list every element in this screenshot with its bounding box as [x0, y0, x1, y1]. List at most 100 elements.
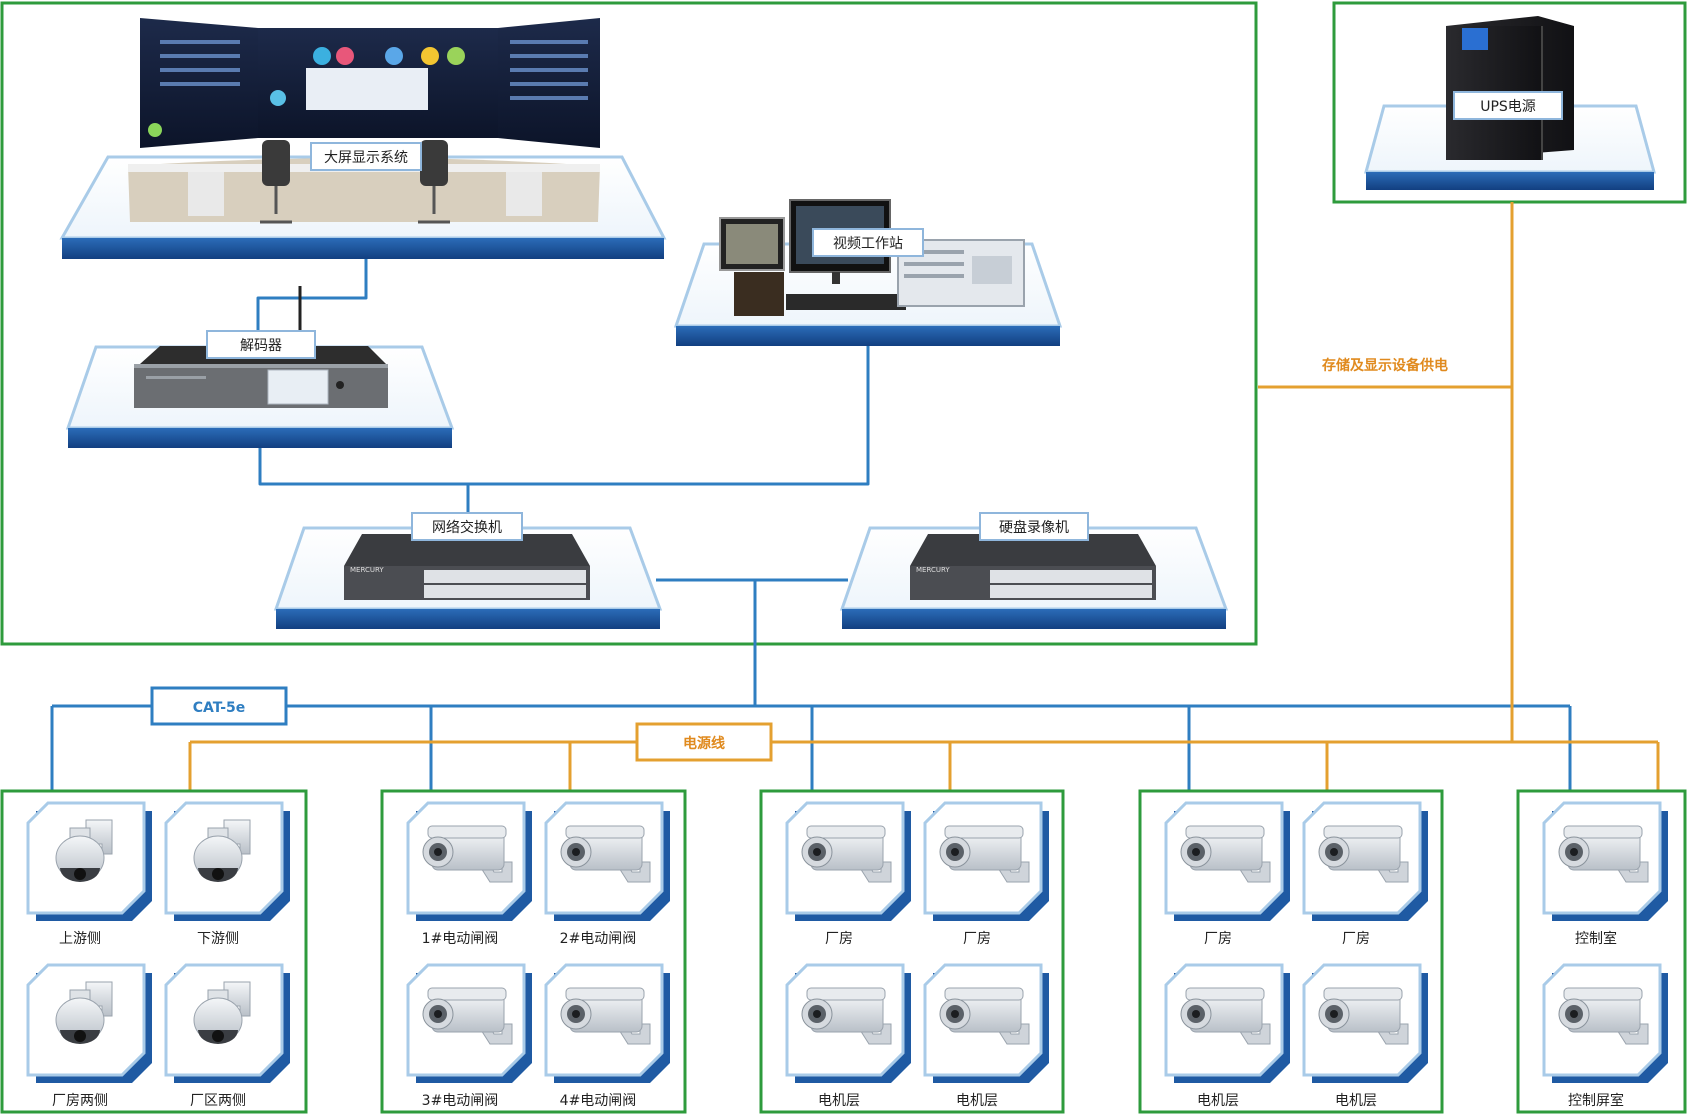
display-system-text: 大屏显示系统 [324, 150, 408, 166]
camera-card: 控制屏室 [1542, 963, 1668, 1109]
link-labels: CAT-5e 电源线 存储及显示设备供电 [150, 357, 1448, 762]
camera-card: 电机层 [1164, 963, 1290, 1109]
camera-card: 厂房两侧 [26, 963, 152, 1109]
camera-label: 上游侧 [59, 931, 101, 947]
control-room-frame [0, 1, 1258, 646]
camera-label: 厂房 [825, 931, 853, 947]
camera-card: 4#电动闸阀 [544, 963, 670, 1109]
network-switch-label: 网络交换机 [411, 512, 523, 541]
switch-nvr-line [656, 578, 848, 706]
camera-card: 下游侧 [164, 801, 290, 947]
ups-label: UPS电源 [1453, 91, 1563, 120]
switch-equipment: MERCURY [344, 534, 590, 600]
camera-card: 电机层 [923, 963, 1049, 1109]
camera-card: 上游侧 [26, 801, 152, 947]
nvr-label: 硬盘录像机 [979, 512, 1089, 541]
frames [0, 1, 1687, 646]
camera-label: 电机层 [956, 1093, 998, 1109]
bullet-camera-icon [1180, 825, 1271, 883]
camera-card: 厂房 [1302, 801, 1428, 947]
camera-label: 4#电动闸阀 [560, 1093, 637, 1109]
bullet-camera-icon [801, 987, 892, 1045]
bullet-camera-icon [422, 987, 513, 1045]
camera-card: 厂房 [1164, 801, 1290, 947]
camera-label: 厂房 [963, 931, 991, 947]
camera-card: 1#电动闸阀 [406, 801, 532, 947]
decoder-text: 解码器 [240, 338, 282, 354]
bullet-camera-icon [801, 825, 892, 883]
bullet-camera-icon [1180, 987, 1271, 1045]
wires [50, 202, 1660, 790]
nvr-text: 硬盘录像机 [999, 519, 1069, 536]
camera-card: 厂房 [923, 801, 1049, 947]
bullet-camera-icon [1558, 825, 1649, 883]
bullet-camera-icon [560, 825, 651, 883]
camera-label: 2#电动闸阀 [560, 931, 637, 947]
decoder-switch-line [258, 345, 870, 486]
camera-label: 厂区两侧 [190, 1093, 246, 1109]
ups-equipment [1446, 16, 1574, 160]
dome-camera-icon [55, 981, 113, 1044]
camera-group-frame [759, 789, 1065, 1114]
bullet-camera-icon [939, 987, 1030, 1045]
camera-card: 2#电动闸阀 [544, 801, 670, 947]
camera-label: 厂房两侧 [52, 1093, 108, 1109]
decoder-label: 解码器 [206, 330, 316, 359]
camera-label: 电机层 [818, 1093, 860, 1109]
camera-label: 厂房 [1204, 931, 1232, 947]
node-labels: 大屏显示系统 视频工作站 解码器 网络交换机 硬盘录像机 UPS电源 [206, 91, 1563, 541]
camera-label: 控制室 [1575, 930, 1617, 947]
bullet-camera-icon [422, 825, 513, 883]
camera-label: 下游侧 [197, 931, 239, 947]
camera-card: 电机层 [1302, 963, 1428, 1109]
ups-supply-text: 存储及显示设备供电 [1322, 357, 1448, 374]
video-wall [128, 18, 600, 224]
camera-label: 电机层 [1197, 1093, 1239, 1109]
camera-group-2: 1#电动闸阀 2#电动闸阀 3#电动闸阀 4#电动闸阀 [380, 789, 687, 1114]
bullet-camera-icon [939, 825, 1030, 883]
camera-label: 电机层 [1335, 1093, 1377, 1109]
svg-text:MERCURY: MERCURY [916, 566, 950, 574]
power-line-label: 电源线 [635, 722, 773, 762]
camera-label: 1#电动闸阀 [422, 931, 499, 947]
camera-label: 厂房 [1342, 931, 1370, 947]
camera-label: 3#电动闸阀 [422, 1093, 499, 1109]
svg-text:MERCURY: MERCURY [350, 566, 384, 574]
display-decoder-line [256, 258, 368, 345]
cat5e-label: CAT-5e [150, 686, 288, 726]
camera-card: 3#电动闸阀 [406, 963, 532, 1109]
camera-card: 厂房 [785, 801, 911, 947]
camera-group-frame [380, 789, 687, 1114]
ups-frame [1332, 1, 1687, 204]
network-switch-text: 网络交换机 [432, 519, 502, 536]
video-workstation-label: 视频工作站 [812, 228, 924, 257]
camera-group-frame [1138, 789, 1444, 1114]
cat5e-text: CAT-5e [193, 700, 246, 716]
video-workstation-text: 视频工作站 [833, 236, 903, 252]
bullet-camera-icon [560, 987, 651, 1045]
display-system-label: 大屏显示系统 [310, 142, 422, 171]
power-drop-2 [948, 742, 1329, 790]
camera-card: 电机层 [785, 963, 911, 1109]
equipment: MERCURY MERCURY [128, 16, 1574, 600]
nvr-equipment: MERCURY [910, 534, 1156, 600]
camera-card: 厂区两侧 [164, 963, 290, 1109]
bullet-camera-icon [1318, 825, 1409, 883]
camera-label: 控制屏室 [1568, 1092, 1624, 1109]
camera-group-frame [0, 789, 308, 1114]
ups-text: UPS电源 [1480, 99, 1536, 115]
camera-card: 控制室 [1542, 801, 1668, 947]
dome-camera-icon [193, 819, 251, 882]
power-drop-1 [188, 742, 572, 790]
camera-group-frame [1516, 789, 1687, 1114]
power-line-text: 电源线 [683, 735, 725, 752]
workstation-equipment [719, 199, 1025, 316]
dome-camera-icon [55, 819, 113, 882]
dome-camera-icon [193, 981, 251, 1044]
